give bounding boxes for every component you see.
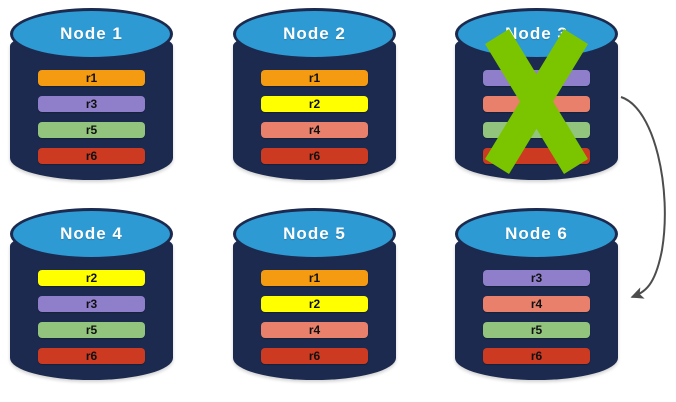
record-bar[interactable]: r3	[38, 296, 145, 312]
failover-arrow-path	[620, 96, 666, 299]
cylinder-top	[455, 8, 618, 60]
node-1-records: r1 r3 r5 r6	[38, 70, 145, 164]
cylinder-top	[10, 8, 173, 60]
cylinder-top	[233, 8, 396, 60]
record-bar[interactable]: r5	[38, 122, 145, 138]
cylinder-top	[455, 208, 618, 260]
node-6[interactable]: Node 6 r3 r4 r5 r6	[455, 208, 618, 393]
record-bar[interactable]: r6	[38, 148, 145, 164]
node-3[interactable]: Node 3 r3	[455, 8, 618, 193]
record-bar[interactable]: r6	[483, 348, 590, 364]
record-bar[interactable]: r2	[261, 96, 368, 112]
record-bar[interactable]: r1	[261, 70, 368, 86]
record-bar[interactable]: r4	[261, 322, 368, 338]
record-bar[interactable]: r6	[261, 148, 368, 164]
record-bar[interactable]: r1	[261, 270, 368, 286]
node-6-records: r3 r4 r5 r6	[483, 270, 590, 364]
record-bar[interactable]: r6	[38, 348, 145, 364]
node-3-records: r3	[483, 70, 590, 164]
record-bar[interactable]: r4	[261, 122, 368, 138]
node-2[interactable]: Node 2 r1 r2 r4 r6	[233, 8, 396, 193]
record-bar[interactable]: r4	[483, 296, 590, 312]
node-4-records: r2 r3 r5 r6	[38, 270, 145, 364]
record-bar[interactable]: r6	[261, 348, 368, 364]
record-bar[interactable]: r3	[483, 270, 590, 286]
cylinder-top	[233, 208, 396, 260]
record-bar[interactable]: r3	[38, 96, 145, 112]
node-1[interactable]: Node 1 r1 r3 r5 r6	[10, 8, 173, 193]
record-bar[interactable]	[483, 122, 590, 138]
record-bar[interactable]: r5	[38, 322, 145, 338]
node-5[interactable]: Node 5 r1 r2 r4 r6	[233, 208, 396, 393]
record-bar[interactable]: r2	[261, 296, 368, 312]
record-bar[interactable]: r3	[483, 70, 590, 86]
record-bar[interactable]: r1	[38, 70, 145, 86]
node-4[interactable]: Node 4 r2 r3 r5 r6	[10, 208, 173, 393]
record-bar[interactable]	[483, 148, 590, 164]
record-bar[interactable]: r5	[483, 322, 590, 338]
node-5-records: r1 r2 r4 r6	[261, 270, 368, 364]
cylinder-top	[10, 208, 173, 260]
node-2-records: r1 r2 r4 r6	[261, 70, 368, 164]
record-bar[interactable]	[483, 96, 590, 112]
record-bar[interactable]: r2	[38, 270, 145, 286]
